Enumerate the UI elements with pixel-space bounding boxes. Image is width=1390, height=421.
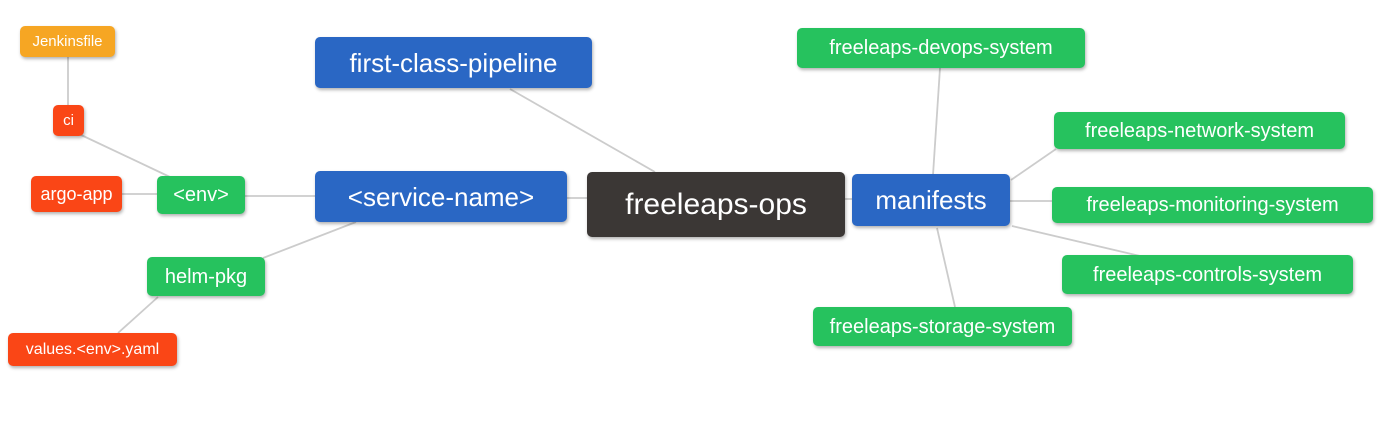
edge-manifests--freeleaps-network-system (1010, 148, 1057, 181)
mindmap-node-helm-pkg[interactable]: helm-pkg (147, 257, 265, 296)
mindmap-node-freeleaps-network-system[interactable]: freeleaps-network-system (1054, 112, 1345, 149)
mindmap-node-jenkinsfile[interactable]: Jenkinsfile (20, 26, 115, 57)
mindmap-node-service-name[interactable]: <service-name> (315, 171, 567, 222)
mindmap-node-first-class-pipeline[interactable]: first-class-pipeline (315, 37, 592, 88)
edge-manifests--freeleaps-storage-system (936, 227, 956, 308)
edge-helm-pkg--service-name (262, 221, 357, 259)
mindmap-node-ci[interactable]: ci (53, 105, 84, 136)
mindmap-node-freeleaps-ops[interactable]: freeleaps-ops (587, 172, 845, 237)
edge-values-env-yaml--helm-pkg (117, 296, 159, 334)
edge-manifests--freeleaps-controls-system (1011, 225, 1141, 257)
mindmap-node-values-env-yaml[interactable]: values.<env>.yaml (8, 333, 177, 366)
edge-ci--env (78, 133, 171, 178)
mindmap-node-freeleaps-monitoring-system[interactable]: freeleaps-monitoring-system (1052, 187, 1373, 223)
mindmap-node-freeleaps-controls-system[interactable]: freeleaps-controls-system (1062, 255, 1353, 294)
edge-first-class-pipeline--freeleaps-ops (509, 88, 656, 173)
mindmap-node-manifests[interactable]: manifests (852, 174, 1010, 226)
mindmap-node-env[interactable]: <env> (157, 176, 245, 214)
mindmap-node-freeleaps-devops-system[interactable]: freeleaps-devops-system (797, 28, 1085, 68)
edge-manifests--freeleaps-devops-system (932, 67, 941, 176)
mindmap-node-freeleaps-storage-system[interactable]: freeleaps-storage-system (813, 307, 1072, 346)
mindmap-node-argo-app[interactable]: argo-app (31, 176, 122, 212)
